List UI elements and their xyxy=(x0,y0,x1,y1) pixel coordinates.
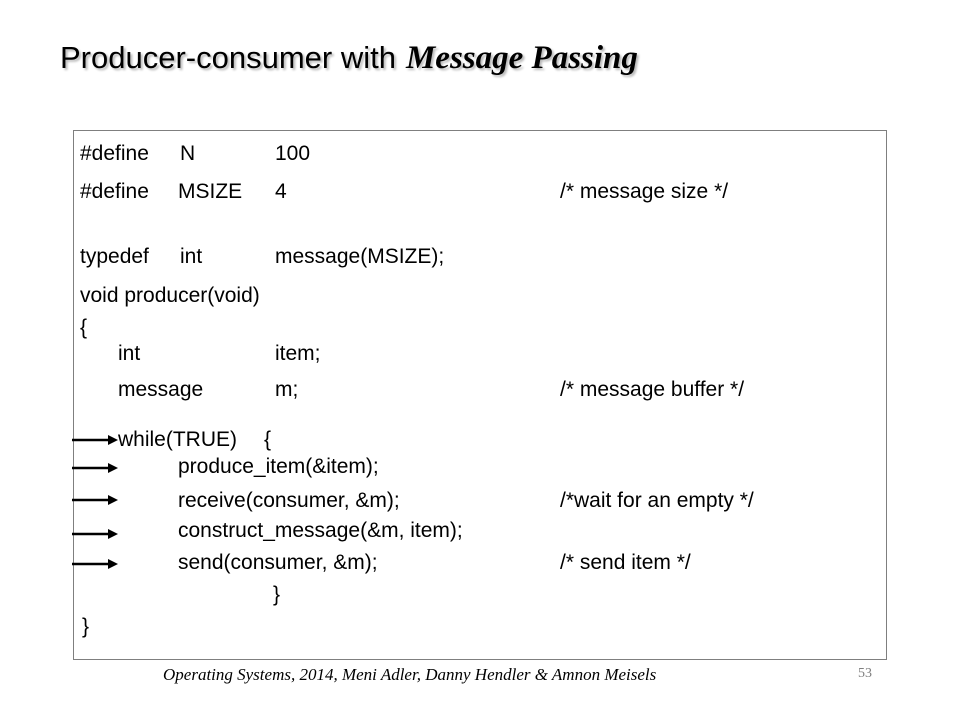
code-line-produce-item: produce_item(&item); xyxy=(178,455,379,478)
code-line-close-brace-outer: } xyxy=(82,615,90,638)
code-line-open-brace: { xyxy=(80,316,88,339)
code-token: N xyxy=(180,142,196,165)
code-comment: /* message size */ xyxy=(560,180,729,203)
code-line-receive: receive(consumer, &m); xyxy=(178,489,400,512)
code-comment: /* send item */ xyxy=(560,551,691,574)
code-token: m; xyxy=(275,378,299,401)
code-token: int xyxy=(180,245,203,268)
code-box xyxy=(73,130,887,660)
title-main: Producer-consumer with xyxy=(60,40,396,75)
code-comment: /* message buffer */ xyxy=(560,378,745,401)
page-number: 53 xyxy=(858,666,872,681)
title-emphasis: Message Passing xyxy=(405,40,638,76)
code-comment: /*wait for an empty */ xyxy=(560,489,754,512)
arrow-icon xyxy=(72,463,118,473)
code-line-typedef: typedef xyxy=(80,245,149,268)
arrow-icon xyxy=(72,559,118,569)
code-line-while: while(TRUE) xyxy=(118,428,238,451)
code-token: MSIZE xyxy=(178,180,243,203)
code-line-close-brace-inner: } xyxy=(273,583,281,606)
code-line-producer-signature: void producer(void) xyxy=(80,284,260,307)
code-token: { xyxy=(264,428,272,451)
code-token: 4 xyxy=(275,180,287,203)
slide-footer: Operating Systems, 2014, Meni Adler, Dan… xyxy=(163,665,657,684)
code-line-define-n: #define xyxy=(80,142,149,165)
code-line-send: send(consumer, &m); xyxy=(178,551,378,574)
code-line-define-msize: #define xyxy=(80,180,149,203)
arrow-icon xyxy=(72,529,118,539)
arrow-icon xyxy=(72,495,118,505)
code-line-message-m: message xyxy=(118,378,204,401)
code-token: message(MSIZE); xyxy=(275,245,445,268)
code-line-int-item: int xyxy=(118,342,141,365)
code-line-construct-message: construct_message(&m, item); xyxy=(178,519,463,542)
arrow-icon xyxy=(72,435,118,445)
code-token: item; xyxy=(275,342,321,365)
code-token: 100 xyxy=(275,142,311,165)
slide-title: Producer-consumer with Message Passing xyxy=(60,40,638,77)
